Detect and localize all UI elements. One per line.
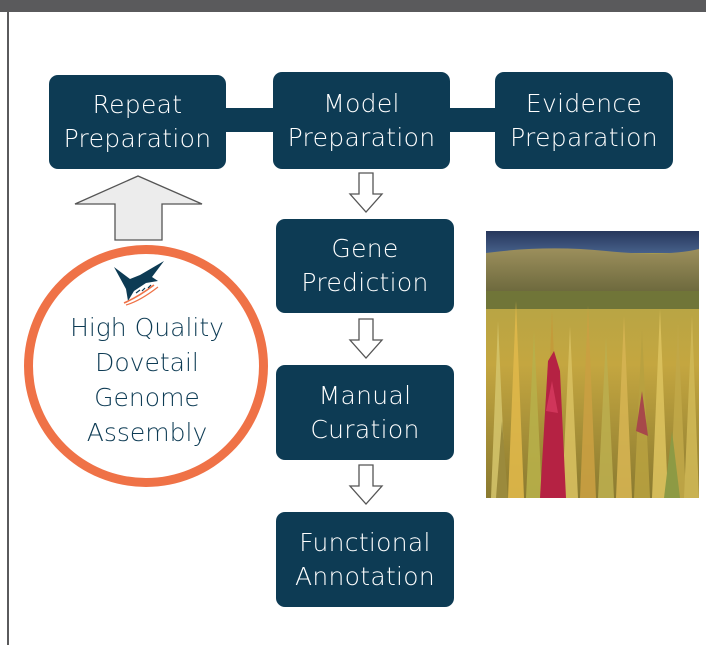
connector-model-evidence bbox=[450, 108, 496, 132]
connector-repeat-model bbox=[226, 108, 274, 132]
up-arrow-icon bbox=[74, 175, 203, 241]
model-preparation-box: Model Preparation bbox=[273, 72, 450, 169]
quinoa-field-photo bbox=[486, 231, 699, 498]
top-border-bar bbox=[0, 0, 706, 12]
genome-assembly-label: High Quality Dovetail Genome Assembly bbox=[70, 313, 224, 447]
down-arrow-icon bbox=[348, 172, 384, 213]
gene-prediction-box: Gene Prediction bbox=[276, 219, 454, 313]
down-arrow-icon bbox=[348, 318, 384, 359]
evidence-preparation-box: Evidence Preparation bbox=[495, 72, 673, 169]
repeat-preparation-box: Repeat Preparation bbox=[49, 75, 226, 169]
down-arrow-icon bbox=[348, 464, 384, 505]
manual-curation-box: Manual Curation bbox=[276, 365, 454, 460]
left-border-line bbox=[7, 12, 9, 645]
dovetail-bird-logo-icon bbox=[114, 261, 164, 306]
functional-annotation-box: Functional Annotation bbox=[276, 512, 454, 607]
genome-assembly-circle bbox=[24, 245, 268, 487]
